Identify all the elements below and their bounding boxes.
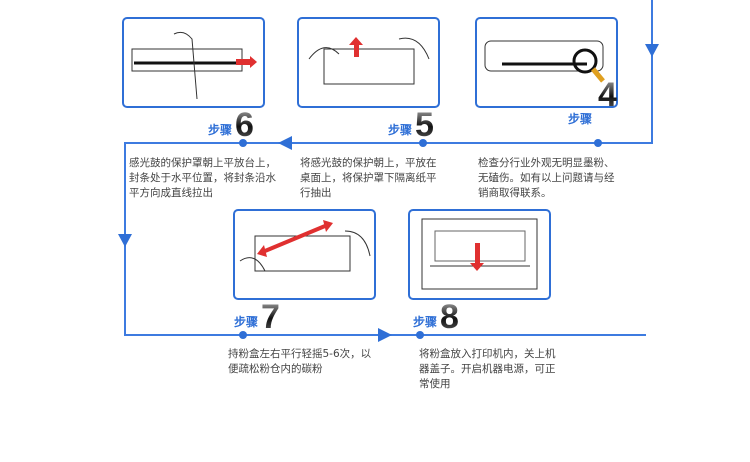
- step4-heading: 步骤 4: [568, 78, 617, 129]
- step-dot: [594, 139, 602, 147]
- step4-illustration: [475, 17, 618, 108]
- step4-description: 检查分行业外观无明显墨粉、无磕伤。如有以上问题请与经销商取得联系。: [478, 157, 615, 199]
- step-number: 6: [235, 106, 254, 144]
- flow-line-right: [651, 0, 653, 144]
- step-dot: [239, 331, 247, 339]
- step-number: 5: [415, 106, 434, 144]
- step6-illustration: [122, 17, 265, 108]
- step-dot: [239, 139, 247, 147]
- step-label: 步骤: [388, 123, 413, 137]
- step-dot: [416, 331, 424, 339]
- step8-description: 将粉盒放入打印机内，关上机器盖子。开启机器电源，可正常使用: [419, 348, 556, 390]
- arrow-right-icon: [378, 328, 392, 342]
- step-label: 步骤: [568, 112, 593, 126]
- step7-description: 持粉盒左右平行轻摇5-6次，以便疏松粉仓内的碳粉: [228, 348, 372, 375]
- step8-illustration: [408, 209, 551, 300]
- step-number: 4: [598, 76, 617, 114]
- step-dot: [419, 139, 427, 147]
- step-label: 步骤: [234, 315, 259, 329]
- step-label: 步骤: [208, 123, 233, 137]
- arrow-down-icon: [118, 234, 132, 247]
- step6-description: 感光鼓的保护罩朝上平放台上，封条处于水平位置，将封条沿水平方向成直线拉出: [129, 157, 276, 199]
- step-number: 7: [261, 298, 280, 336]
- flow-line-top: [124, 142, 653, 144]
- step5-description: 将感光鼓的保护朝上，平放在桌面上，将保护罩下隔离纸平行抽出: [300, 157, 437, 199]
- step-number: 8: [440, 298, 459, 336]
- arrow-left-icon: [278, 136, 292, 150]
- step5-illustration: [297, 17, 440, 108]
- arrow-down-icon: [645, 44, 659, 57]
- step7-illustration: [233, 209, 376, 300]
- step-label: 步骤: [413, 315, 438, 329]
